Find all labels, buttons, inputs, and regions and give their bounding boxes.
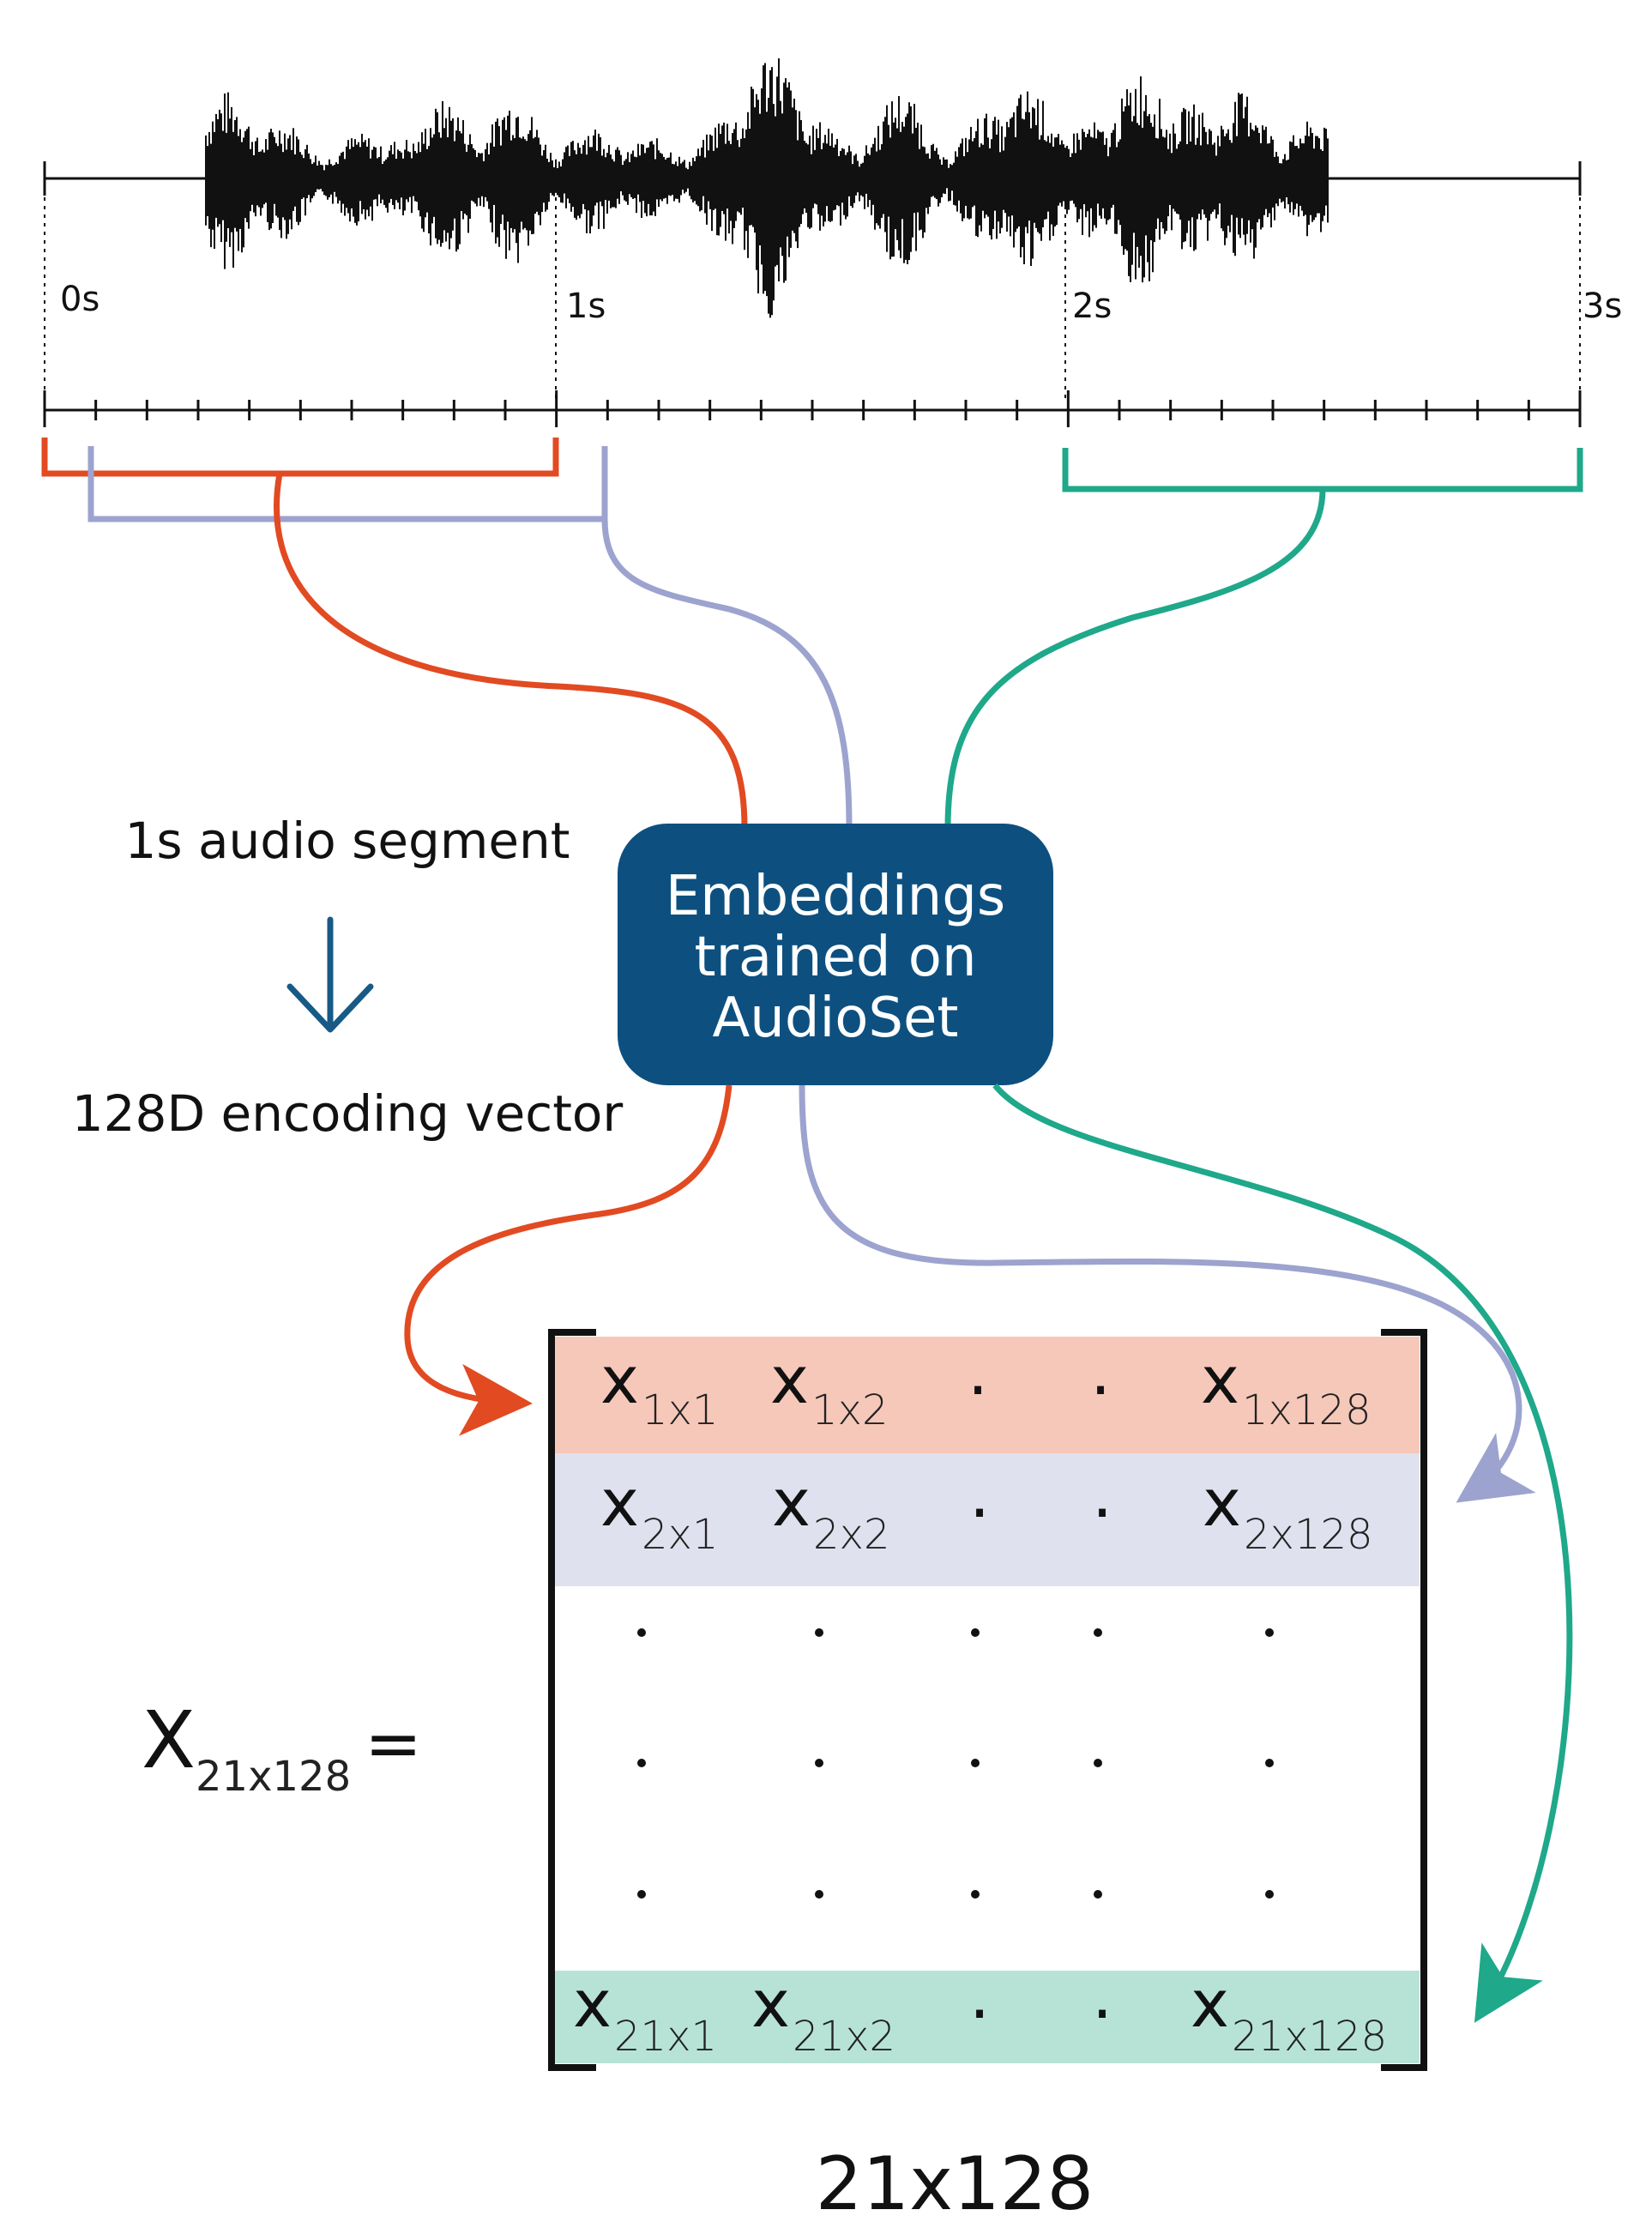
connector-red-out [404,1084,733,1436]
tick-ruler [43,390,1582,427]
time-label-2s: 2s [1072,287,1112,326]
cell-var: x [1203,1464,1241,1541]
cell-var: x [600,1464,639,1541]
time-label-3s: 3s [1583,287,1622,326]
matrix-row-2-band [555,1453,1420,1586]
matrix-row-21: x 21x1 x 21x2 . . x 21x128 [573,1957,1387,2061]
connector-lavender-out [799,1084,1536,1503]
cell-subscript: 2x2 [813,1511,889,1559]
matrix-right-bracket [1381,1329,1427,2071]
matrix-elided-rows [637,1628,1274,1899]
cell-var: x [600,1342,639,1418]
cell-subscript: 21x128 [1232,2013,1387,2061]
cell-var: x [1201,1342,1239,1418]
model-box-line-2: trained on [694,926,976,989]
cell-subscript: 2x1 [642,1511,718,1559]
ellipsis-dot [1094,1759,1102,1767]
model-box-line-1: Embeddings [666,865,1005,928]
connector-teal-out [992,1083,1573,2023]
connector-teal-in [944,488,1326,829]
matrix-dimensions-label: 21x128 [816,2141,1094,2227]
connector-lavender-in [601,518,853,829]
cell-var: x [1191,1965,1229,2042]
waveform-bars [205,57,1329,318]
legend-vector-label: 128D encoding vector [72,1084,624,1143]
cell-var: x [573,1965,612,2042]
time-label-0s: 0s [60,280,99,319]
ellipsis-dot [815,1890,823,1899]
audio-waveform [43,57,1582,318]
ellipsis-dot [1265,1890,1274,1899]
ellipsis-dot [637,1890,646,1899]
cell-ellipsis: . [969,1456,990,1532]
ellipsis-dot [1265,1628,1274,1637]
ellipsis-dot [637,1628,646,1637]
cell-subscript: 1x128 [1242,1386,1372,1434]
matrix-row-2: x 2x1 x 2x2 . . x 2x128 [600,1456,1373,1559]
cell-var: x [751,1965,790,2042]
ellipsis-dot [815,1628,823,1637]
ellipsis-dot [1094,1628,1102,1637]
legend-segment-label: 1s audio segment [124,812,570,870]
cell-ellipsis: . [1092,1957,1112,2033]
ellipsis-dot [815,1759,823,1767]
time-label-1s: 1s [566,287,606,326]
matrix-name: X [142,1694,196,1786]
model-box-line-3: AudioSet [713,987,959,1050]
cell-var: x [772,1464,811,1541]
segment-bracket-teal [1062,448,1583,492]
matrix-row-21-band [555,1971,1420,2063]
ellipsis-dot [971,1628,980,1637]
cell-ellipsis: . [969,1957,990,2033]
cell-var: x [770,1342,809,1418]
segment-bracket-lavender [87,446,608,522]
cell-subscript: 1x1 [642,1386,718,1434]
cell-subscript: 2x128 [1244,1511,1373,1559]
legend-down-arrow-icon [286,916,374,1033]
matrix-name-subscript: 21x128 [196,1753,351,1801]
cell-subscript: 21x2 [793,2013,895,2061]
ellipsis-dot [637,1759,646,1767]
matrix-left-bracket [548,1329,596,2071]
ellipsis-dot [971,1759,980,1767]
cell-subscript: 1x2 [811,1386,888,1434]
ellipsis-dot [971,1890,980,1899]
matrix-row-1: x 1x1 x 1x2 . . x 1x128 [600,1333,1372,1434]
matrix-row-1-band [555,1337,1420,1453]
ellipsis-dot [1094,1890,1102,1899]
cell-ellipsis: . [1092,1456,1112,1532]
cell-ellipsis: . [1090,1333,1111,1410]
segment-bracket-red [41,438,559,477]
embedding-model-box [618,824,1053,1085]
ellipsis-dot [1265,1759,1274,1767]
connector-red-in [274,473,748,829]
cell-subscript: 21x1 [614,2013,717,2061]
cell-ellipsis: . [968,1333,988,1410]
second-markers [44,180,1581,403]
matrix-equals-sign: = [365,1704,422,1784]
